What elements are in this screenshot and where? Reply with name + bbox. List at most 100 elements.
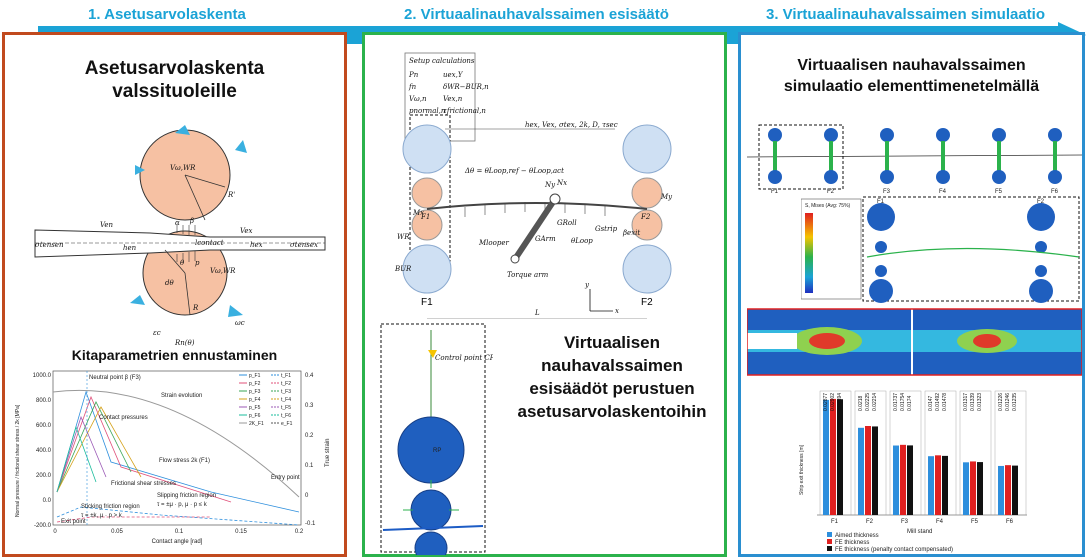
roll-label-beta: β [189,217,194,225]
thickness-bar [907,445,913,515]
category-label: F5 [971,519,979,525]
setup-row-3-a: pnormal,n [409,107,446,115]
roll-label-h-en: hen [123,244,137,252]
panel1-title-line2: valssituoleille [112,81,237,102]
stand-bottom-roll [824,170,838,184]
xtick-4: 0.2 [295,529,304,535]
ytick-right-3: 0.1 [305,463,314,469]
legend1-label: p_F6 [249,413,261,419]
bar-value-label: 0.01317 [963,393,969,411]
legend1-label: p_F2 [249,381,261,387]
stand-label: F5 [995,189,1003,195]
bar-value-label: 0.02877 [823,393,829,411]
annotation-flow-stress: Flow stress 2k (F1) [159,458,210,464]
roll-label-v-bottom: Vω,WR [210,267,236,275]
category-label: F4 [936,519,944,525]
legend-label: FE thickness [835,540,869,546]
bar-value-label: 0.01478 [942,393,948,411]
annotation-shear: Frictional shear stresses [111,481,176,487]
roll-label-p: p [195,259,200,267]
roll-label-v-en: Ven [100,221,114,229]
thickness-bar [900,444,906,515]
step-2-title: 2. Virtuaalinauhavalssaimen esisäätö [404,6,669,23]
xtick-1: 0.05 [111,529,123,535]
legend1-label: t_F3 [281,389,291,395]
zoom-label-f2: F2 [1037,199,1045,205]
roll-label-sigma-left: σtensen [35,241,64,249]
chart1-ylabel-left: Normal pressure / frictional shear stres… [15,404,21,517]
ytick-left-5: 0.0 [43,498,52,504]
setup-row-0-b: uex,Y [443,71,464,79]
ytick-right-2: 0.2 [305,433,314,439]
ytick-right-1: 0.3 [305,403,314,409]
roll-label-r: R [192,304,199,312]
strain-curve [52,389,300,498]
legend1-label: t_F2 [281,381,291,387]
label-f2-inner: F2 [640,213,651,221]
thickness-bar [998,465,1004,515]
stand-top-roll [1048,128,1062,142]
thickness-bar [872,426,878,515]
roll-label-v-ex: Vex [240,227,253,235]
category-label: F2 [866,519,874,525]
stand-label: F2 [827,189,835,195]
description-line-0: Virtuaalisen [563,333,661,352]
panel3-title-line1: Virtuaalisen nauhavalssaimen [797,57,1026,74]
thickness-bar [928,456,934,515]
setup-row-1-a: fn [408,83,417,91]
ytick-left-3: 400.0 [36,448,52,454]
thickness-bar [942,455,948,515]
category-label: F3 [901,519,909,525]
stand-work-rolls [829,141,833,171]
bar-value-label: 0.01246 [1005,393,1011,411]
thickness-bar [963,462,969,515]
bar-value-label: 0.0218 [858,395,864,411]
roll-label-r-prime: R' [227,191,235,199]
ytick-right-5: -0.1 [305,521,316,527]
annotation-entry: Entry point [271,475,300,481]
annotation-exit: Exit point [61,519,86,525]
axis-x: x [615,307,619,315]
setup-box [404,52,476,142]
roll-label-eps: εc [153,329,161,337]
roll-label-sigma-right: σtensex [290,241,318,249]
thickness-chart: Strip exit thickness [m] Mill stand 0.02… [799,390,1027,553]
stand-work-rolls [941,141,945,171]
legend1-label: t_F6 [281,413,291,419]
label-control-point: Control point CP [435,354,493,362]
bar-value-label: 0.01339 [970,393,976,411]
xtick-0: 0 [53,529,57,535]
thickness-bar [977,462,983,515]
annotation-slipping-eq: τ = ±μ · p, μ · p ≤ k [157,502,208,508]
legend1-label: 2K_F1 [249,421,264,427]
legend1-label: t_F1 [281,373,291,379]
roll-label-omega: ωc [235,319,245,327]
label-groll: GRoll [557,219,577,227]
label-hex-line: hex, Vex, σtex, 2k, D, τsec [525,121,618,129]
legend-label: FE thickness (penalty contact compensate… [835,547,953,553]
panel-fe-simulation: Virtuaalisen nauhavalssaimen simulaatio … [738,32,1085,557]
panel3-title: Virtuaalisen nauhavalssaimen simulaatio … [741,55,1082,97]
xtick-2: 0.1 [175,529,184,535]
label-bur: BUR [394,265,412,273]
friction-chart: 1000.0 800.0 600.0 400.0 200.0 0.0 -200.… [15,370,331,545]
thickness-xlabel: Mill stand [907,529,932,535]
bar-value-label: 0.01754 [900,393,906,411]
panel1-subtitle: Kitaparametrien ennustaminen [71,347,278,363]
panel1-title-line1: Asetusarvolaskenta [84,58,265,79]
stand-work-rolls [885,141,889,171]
stand-label: F3 [883,189,891,195]
label-wr: WR [397,233,410,241]
ytick-left-4: 200.0 [36,473,52,479]
panel-virtual-mill-presetting: Setup calculations Pn uex,Y fn δWR−BUR,n… [362,32,727,557]
roll-label-alpha: α [175,219,180,227]
label-nx: Nx [556,179,567,187]
thickness-ylabel: Strip exit thickness [m] [799,444,805,495]
legend1-label: t_F4 [281,397,291,403]
bar-value-label: 0.01492 [935,393,941,411]
thickness-bar [858,427,864,515]
stand-label: F6 [1051,189,1059,195]
thickness-bar [1005,465,1011,515]
